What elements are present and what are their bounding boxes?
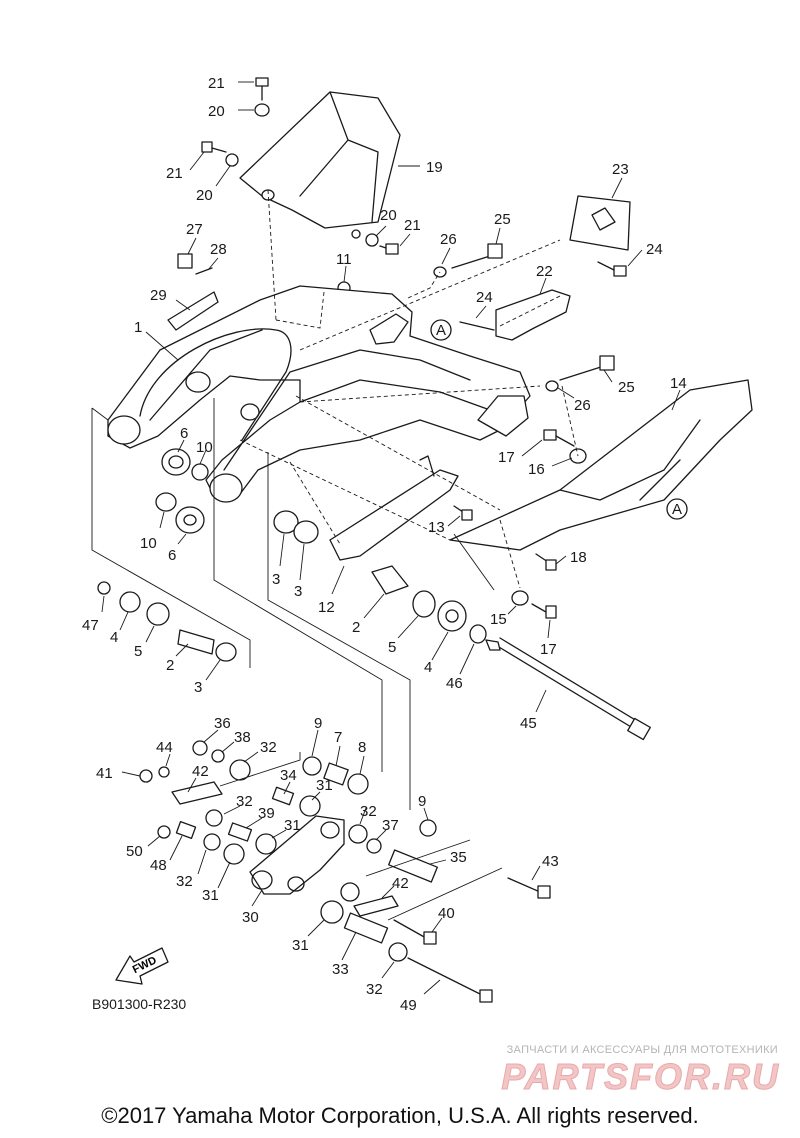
callout-label: 24 bbox=[646, 241, 663, 258]
callout-label: 36 bbox=[214, 715, 231, 732]
callout-label: 4 bbox=[424, 659, 432, 676]
callout-label: 32 bbox=[360, 803, 377, 820]
reference-marker-a-right bbox=[666, 498, 688, 520]
callout-label: 31 bbox=[202, 887, 219, 904]
callout-label: 46 bbox=[446, 675, 463, 692]
callout-label: 42 bbox=[392, 875, 409, 892]
callout-label: 25 bbox=[494, 211, 511, 228]
callout-label: 24 bbox=[476, 289, 493, 306]
callout-label: 16 bbox=[528, 461, 545, 478]
callout-label: 17 bbox=[498, 449, 515, 466]
callout-label: 35 bbox=[450, 849, 467, 866]
callout-label: 9 bbox=[314, 715, 322, 732]
callout-label: 29 bbox=[150, 287, 167, 304]
callout-label: 9 bbox=[418, 793, 426, 810]
callout-label: 20 bbox=[380, 207, 397, 224]
callout-label: 20 bbox=[196, 187, 213, 204]
callout-label: 26 bbox=[440, 231, 457, 248]
callout-label: 22 bbox=[536, 263, 553, 280]
callout-label: 32 bbox=[176, 873, 193, 890]
callout-label: 39 bbox=[258, 805, 275, 822]
callout-label: 38 bbox=[234, 729, 251, 746]
callout-label: 2 bbox=[166, 657, 174, 674]
callout-label: 8 bbox=[358, 739, 366, 756]
callout-label: 32 bbox=[260, 739, 277, 756]
callout-label: 12 bbox=[318, 599, 335, 616]
callout-label: 32 bbox=[366, 981, 383, 998]
callout-label: 31 bbox=[292, 937, 309, 954]
callout-label: 40 bbox=[438, 905, 455, 922]
callout-label: 6 bbox=[168, 547, 176, 564]
callout-label: 30 bbox=[242, 909, 259, 926]
leader-lines bbox=[101, 81, 681, 995]
callout-label: 42 bbox=[192, 763, 209, 780]
callout-label: 26 bbox=[574, 397, 591, 414]
callout-label: 6 bbox=[180, 425, 188, 442]
callout-label: 33 bbox=[332, 961, 349, 978]
callout-label: 21 bbox=[166, 165, 183, 182]
callout-label: 21 bbox=[208, 75, 225, 92]
drawing-code: B901300-R230 bbox=[92, 996, 187, 1012]
callout-label: 50 bbox=[126, 843, 143, 860]
callout-label: 3 bbox=[272, 571, 280, 588]
callout-label: 49 bbox=[400, 997, 417, 1014]
callout-label: 4 bbox=[110, 629, 118, 646]
callout-label: 3 bbox=[294, 583, 302, 600]
guide-lines bbox=[91, 398, 503, 921]
callout-label: 48 bbox=[150, 857, 167, 874]
callout-label: 44 bbox=[156, 739, 173, 756]
callout-label: 41 bbox=[96, 765, 113, 782]
callout-label: 3 bbox=[194, 679, 202, 696]
watermark-tagline: ЗАПЧАСТИ И АКСЕССУАРЫ ДЛЯ МОТОТЕХНИКИ bbox=[506, 1044, 778, 1056]
callout-label: 2 bbox=[352, 619, 360, 636]
reference-marker-a-top-label: A bbox=[436, 322, 446, 339]
callout-label: 19 bbox=[426, 159, 443, 176]
callout-label: 28 bbox=[210, 241, 227, 258]
callout-label: 23 bbox=[612, 161, 629, 178]
reference-marker-a-top bbox=[430, 319, 452, 341]
reference-marker-a-right-label: A bbox=[672, 501, 682, 518]
callout-label: 1 bbox=[134, 319, 142, 336]
reference-markers: A A bbox=[430, 319, 688, 520]
callout-label: 31 bbox=[284, 817, 301, 834]
callout-label: 27 bbox=[186, 221, 203, 238]
callout-numbers: 21 20 21 20 19 20 21 23 27 28 26 25 24 1… bbox=[82, 75, 687, 1014]
callout-label: 21 bbox=[404, 217, 421, 234]
callout-label: 13 bbox=[428, 519, 445, 536]
callout-label: 32 bbox=[236, 793, 253, 810]
callout-label: 17 bbox=[540, 641, 557, 658]
callout-label: 37 bbox=[382, 817, 399, 834]
callout-label: 18 bbox=[570, 549, 587, 566]
reference-lines bbox=[239, 189, 579, 589]
callout-label: 31 bbox=[316, 777, 333, 794]
callout-label: 34 bbox=[280, 767, 297, 784]
callout-label: 47 bbox=[82, 617, 99, 634]
callout-label: 10 bbox=[140, 535, 157, 552]
copyright-notice: ©2017 Yamaha Motor Corporation, U.S.A. A… bbox=[101, 1103, 699, 1128]
watermark-logo-text: PARTSFOR.RU bbox=[501, 1057, 780, 1093]
callout-label: 15 bbox=[490, 611, 507, 628]
callout-label: 45 bbox=[520, 715, 537, 732]
callout-label: 14 bbox=[670, 375, 687, 392]
parts-drawing bbox=[97, 77, 753, 1003]
callout-label: 25 bbox=[618, 379, 635, 396]
callout-label: 11 bbox=[336, 251, 352, 268]
callout-label: 5 bbox=[388, 639, 396, 656]
callout-label: 5 bbox=[134, 643, 142, 660]
callout-label: 43 bbox=[542, 853, 559, 870]
callout-label: 7 bbox=[334, 729, 342, 746]
callout-label: 20 bbox=[208, 103, 225, 120]
callout-label: 10 bbox=[196, 439, 213, 456]
watermark-logo: PARTSFOR.RU bbox=[501, 1057, 780, 1093]
